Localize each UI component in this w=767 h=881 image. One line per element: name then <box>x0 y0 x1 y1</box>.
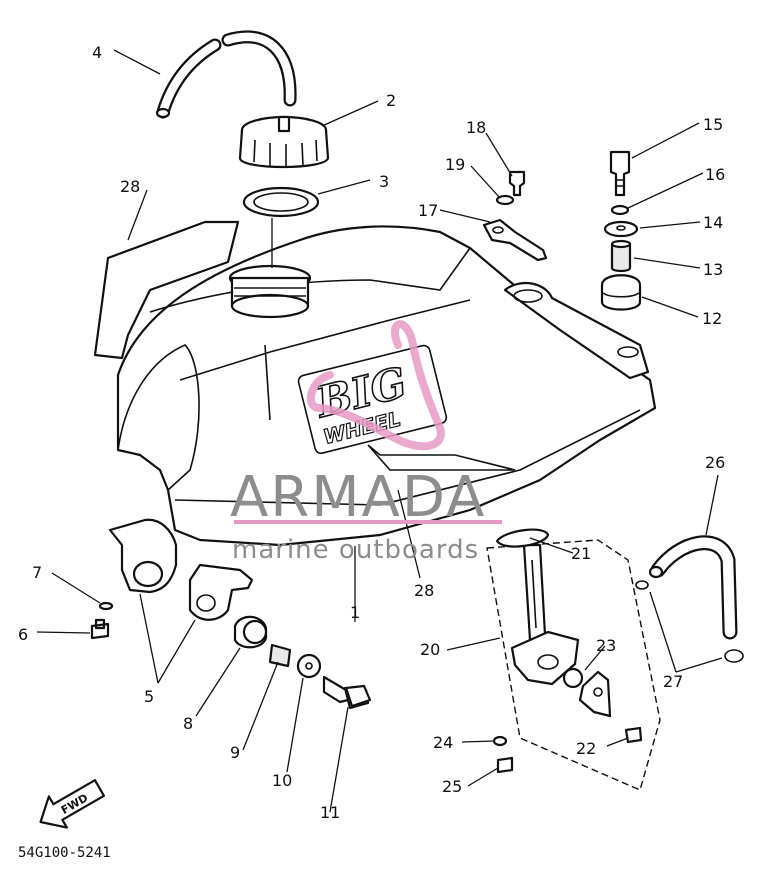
breather-hose-inner <box>158 32 295 117</box>
fuel-cock-oring <box>495 528 550 548</box>
callout-16: 16 <box>705 165 725 184</box>
watermark-rule <box>234 520 502 524</box>
fuel-cap-grip <box>253 139 318 167</box>
callout-12: 12 <box>702 309 722 328</box>
tank-side-ridge <box>179 299 471 421</box>
mount-collar-plate <box>603 220 639 238</box>
fuel-hose-end <box>648 565 664 579</box>
callout-7: 7 <box>32 563 42 582</box>
callout-2: 2 <box>386 91 396 110</box>
mount-collar-plate-hole <box>616 225 626 231</box>
fuel-cock-body <box>510 630 580 686</box>
mount-collar-top <box>610 239 632 249</box>
callout-28-top: 28 <box>120 177 140 196</box>
mount-damper-groove <box>602 292 640 298</box>
callout-9: 9 <box>230 743 240 762</box>
filler-neck-base <box>230 293 310 319</box>
callout-18: 18 <box>466 118 486 137</box>
mount-bolt <box>609 150 631 197</box>
mount-damper <box>600 274 642 311</box>
front-damper-left-hole <box>132 560 164 588</box>
fuel-cock-lever-hole <box>593 687 603 697</box>
leader-lines <box>36 49 723 813</box>
filler-neck-thread <box>234 287 306 297</box>
callout-5: 5 <box>144 687 154 706</box>
callout-4: 4 <box>92 43 102 62</box>
callout-8: 8 <box>183 714 193 733</box>
front-collar <box>268 643 292 668</box>
callout-13: 13 <box>703 260 723 279</box>
front-mount-bracket-hole <box>492 226 504 234</box>
watermark-brand: ARMADA <box>230 465 486 530</box>
hose-clip-lower <box>724 649 744 663</box>
front-washer <box>296 653 322 679</box>
callout-27: 27 <box>663 672 683 691</box>
breather-hose-end <box>155 107 171 119</box>
tank-side-cover-panel <box>93 220 240 360</box>
callout-26: 26 <box>705 453 725 472</box>
callout-6: 6 <box>18 625 28 644</box>
front-grommet-face <box>242 619 268 645</box>
watermark: ARMADA marine outboards <box>230 320 502 565</box>
callout-3: 3 <box>379 172 389 191</box>
fuel-cap-vent-nipple <box>277 115 291 133</box>
callout-25: 25 <box>442 777 462 796</box>
fuel-cock-small-washer <box>492 735 508 747</box>
fuel-cock-gasket <box>562 667 584 689</box>
tank-decal: BIG WHEEL <box>297 344 448 455</box>
callout-15: 15 <box>703 115 723 134</box>
callout-20: 20 <box>420 640 440 659</box>
callout-17: 17 <box>418 201 438 220</box>
callout-19: 19 <box>445 155 465 174</box>
small-bolt <box>90 618 110 640</box>
fuel-cock-small-screw <box>496 756 514 774</box>
front-washer-hole <box>305 662 313 670</box>
fuel-hose-inner <box>652 537 736 638</box>
front-damper-right-hole <box>196 594 216 612</box>
small-washer <box>98 601 114 611</box>
cap-gasket-inner <box>253 192 309 212</box>
front-damper-right <box>188 563 254 621</box>
fuel-cock-screw <box>624 726 643 744</box>
tank-knee-recess <box>117 344 200 491</box>
callout-10: 10 <box>272 771 292 790</box>
tank-rear-mount-bracket <box>503 281 650 380</box>
rear-mount-hole <box>513 289 543 303</box>
callout-14: 14 <box>703 213 723 232</box>
front-bolt-head <box>344 684 372 708</box>
callout-28-bottom: 28 <box>414 581 434 600</box>
bracket-bolt <box>508 170 526 197</box>
callout-23: 23 <box>596 636 616 655</box>
forward-arrow: FWD <box>39 779 106 829</box>
tank-underside-channel <box>367 444 516 471</box>
tank-lower-edge <box>174 409 641 506</box>
fuel-cock-stem-tube <box>531 559 537 629</box>
hose-clip-upper <box>635 580 649 590</box>
mount-collar <box>610 242 632 273</box>
watermark-tagline: marine outboards <box>232 535 479 565</box>
tank-decal-plate <box>297 344 448 455</box>
mount-washer <box>610 204 630 216</box>
fuel-cap-body <box>238 128 330 169</box>
callout-numbers: 1 2 3 4 5 6 7 8 9 10 11 12 13 14 15 16 1… <box>18 43 725 822</box>
callout-1: 1 <box>350 603 360 622</box>
callout-24: 24 <box>433 733 453 752</box>
fuel-cock-outlet <box>537 654 559 670</box>
rear-mount-hole-2 <box>617 346 639 358</box>
watermark-logo-mark <box>307 320 445 451</box>
callout-22: 22 <box>576 739 596 758</box>
fuel-cock-dashed-outline <box>486 539 661 791</box>
forward-arrow-shape <box>39 779 106 829</box>
front-mount-bracket <box>482 218 548 262</box>
bracket-washer <box>495 194 515 206</box>
callout-21: 21 <box>571 544 591 563</box>
mount-bolt-thread <box>617 179 623 187</box>
diagram-code: 54G100-5241 <box>18 845 111 861</box>
callout-11: 11 <box>320 803 340 822</box>
